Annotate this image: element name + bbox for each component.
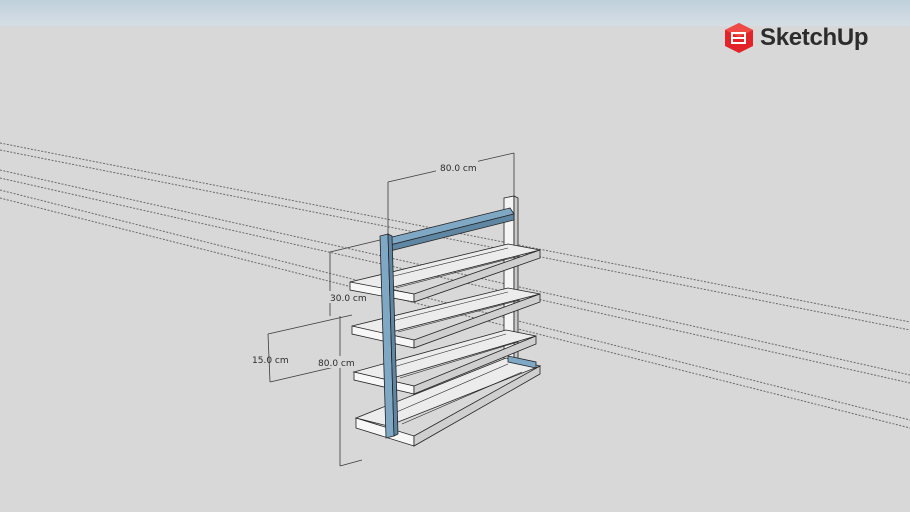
dimension-depth[interactable]: [329, 239, 381, 316]
dimension-spacing-label: 15.0 cm: [252, 356, 289, 366]
brand-name: SketchUp: [760, 24, 869, 51]
shelf-group: [349, 243, 542, 447]
back-rails: [507, 355, 537, 369]
dimension-height[interactable]: [339, 316, 363, 467]
dimension-label-bg: [328, 291, 366, 303]
sketchup-brand: SketchUp: [724, 20, 869, 56]
guide-line: [0, 149, 910, 331]
top-beam[interactable]: [387, 207, 515, 252]
sky-backdrop: [0, 0, 910, 26]
dimension-spacing[interactable]: [267, 314, 357, 383]
shelf-1[interactable]: [349, 243, 541, 303]
sketchup-logo-icon: [725, 23, 753, 53]
dimension-label-bg: [436, 160, 478, 172]
dimension-width-label: 80.0 cm: [440, 164, 477, 174]
dimension-label-bg: [316, 356, 356, 368]
shelf-4[interactable]: [354, 357, 542, 447]
front-upright[interactable]: [379, 233, 399, 439]
dimension-height-label: 80.0 cm: [318, 359, 355, 369]
dimension-depth-label: 30.0 cm: [330, 294, 367, 304]
